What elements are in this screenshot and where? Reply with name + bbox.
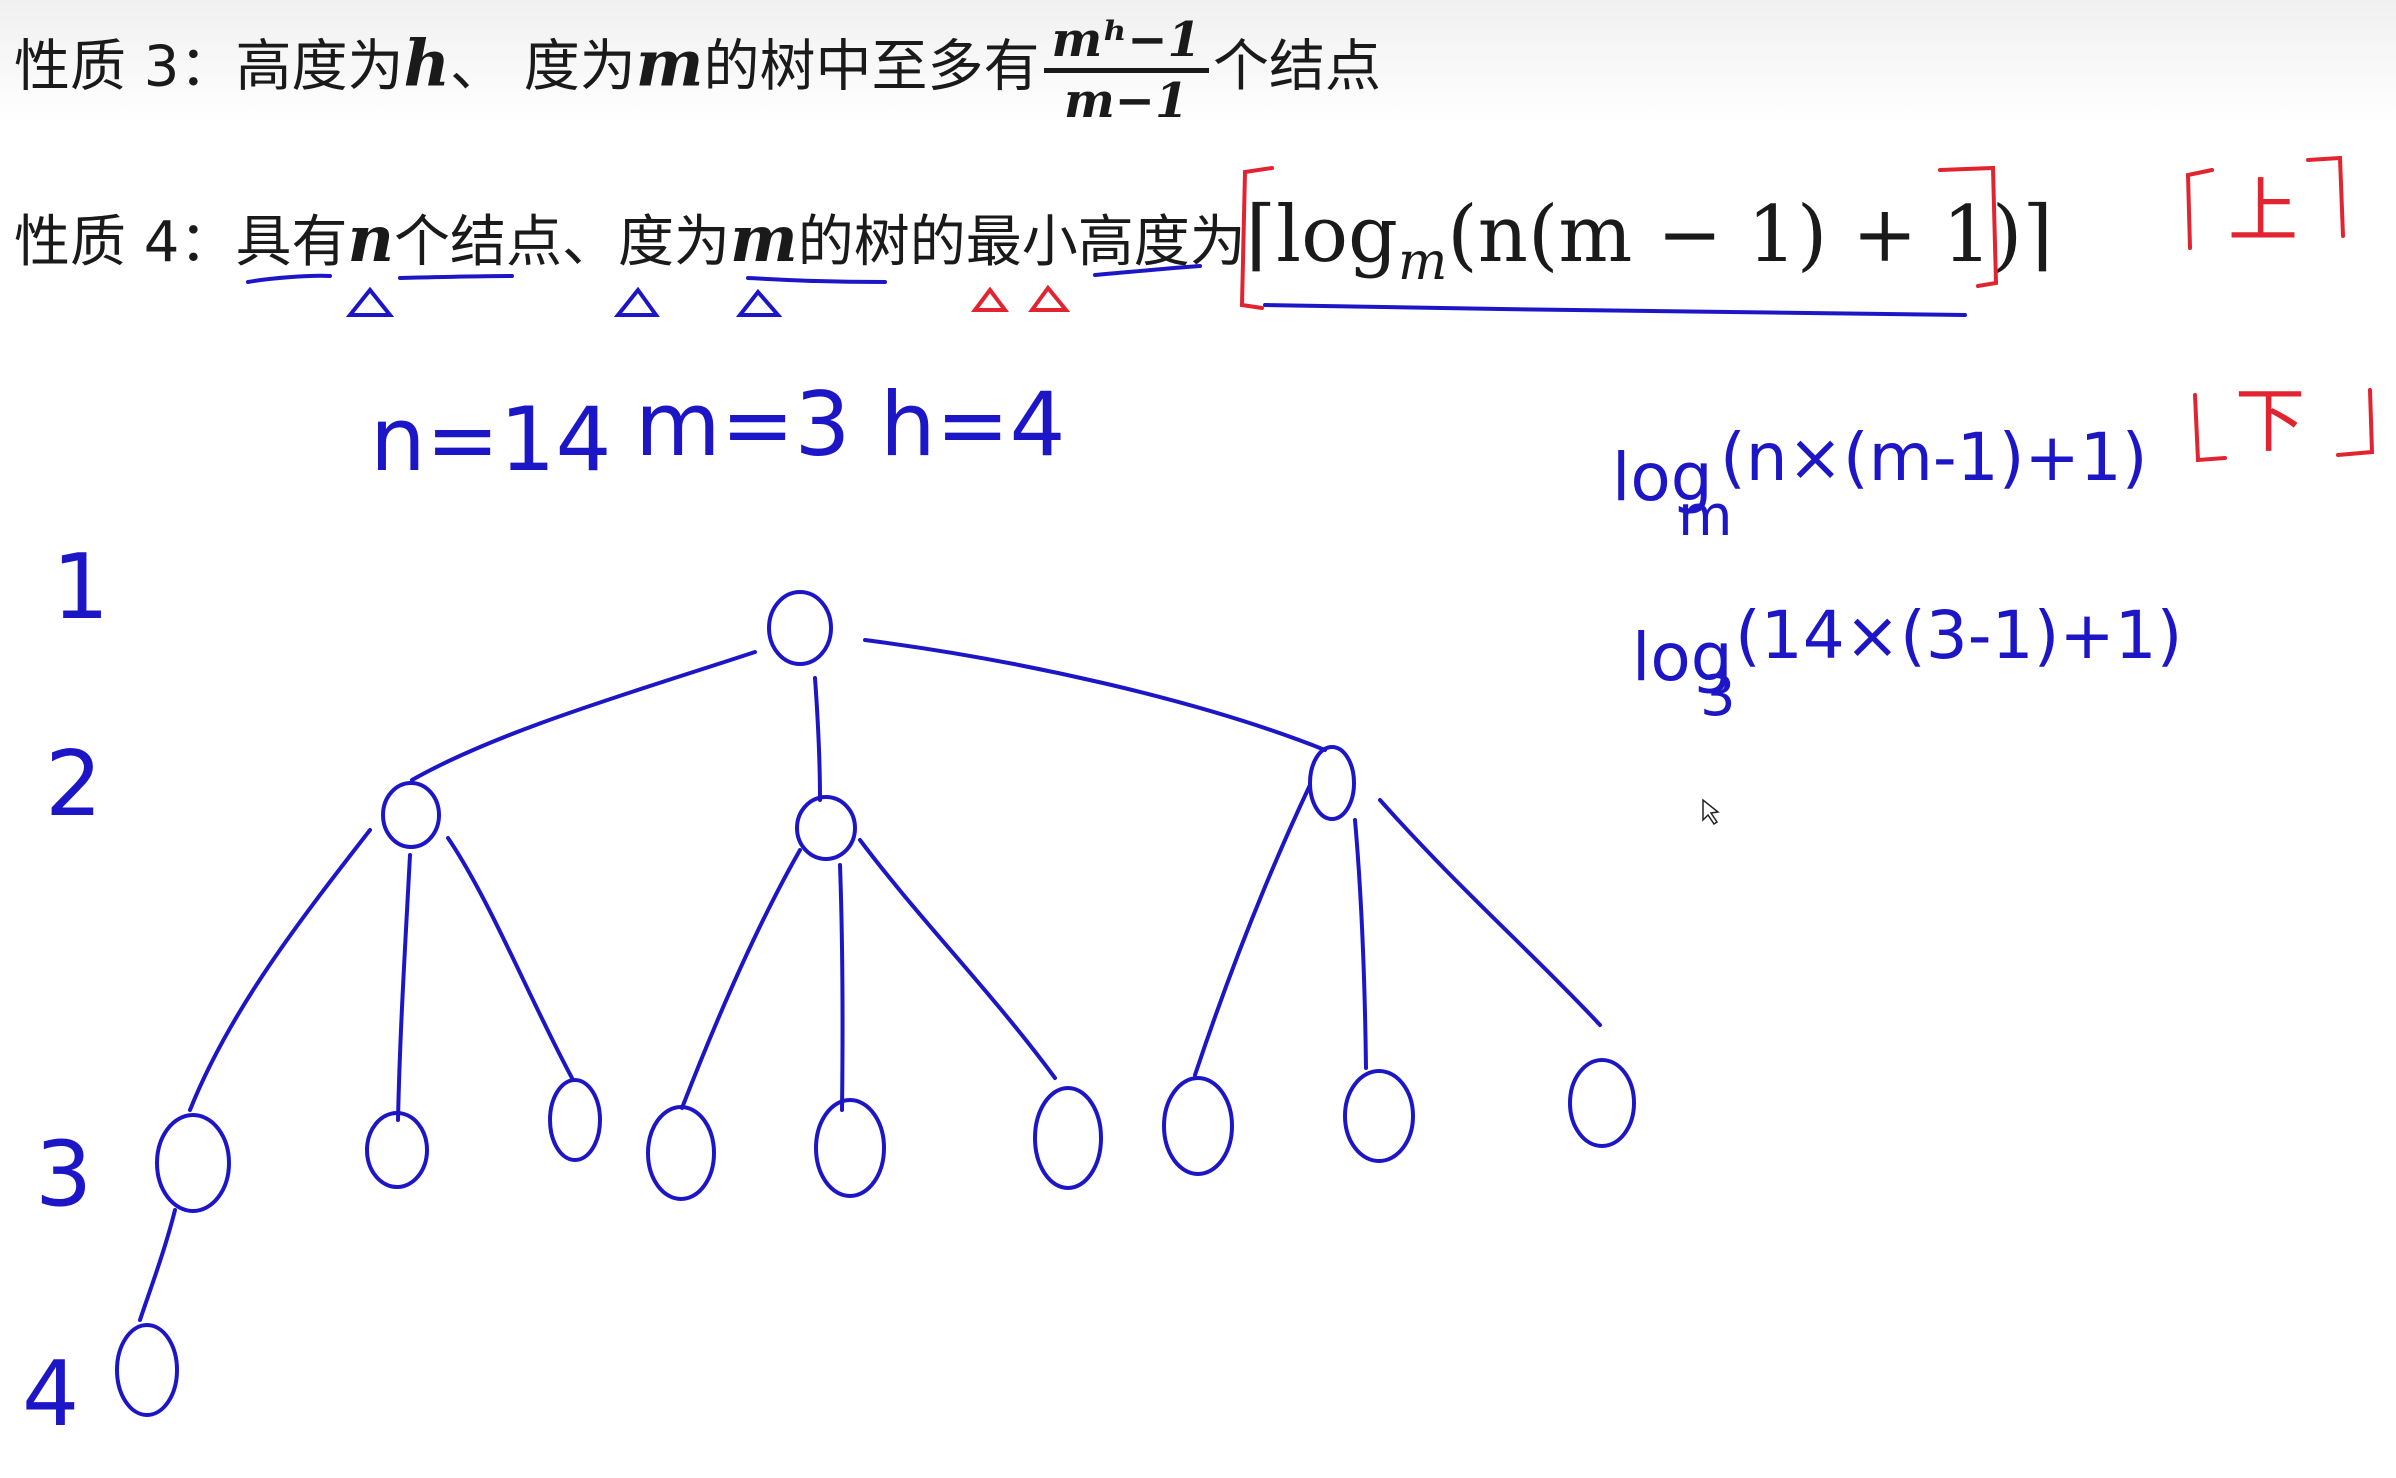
edge-root-right bbox=[863, 638, 1327, 752]
edge-m-1 bbox=[680, 848, 802, 1110]
node-l3-6 bbox=[1033, 1086, 1103, 1190]
formula-line-2-log: log bbox=[1632, 619, 1733, 696]
formula-line-2-sub: 3 bbox=[1700, 664, 1736, 729]
property-4-text-c: 的树的最小高度为 bbox=[797, 210, 1246, 275]
edge-l-3 bbox=[446, 836, 574, 1080]
tree-nodes bbox=[115, 590, 1636, 1417]
formula-line-1-log: log bbox=[1612, 439, 1713, 516]
node-l2-1 bbox=[381, 781, 441, 849]
underline-formula bbox=[1263, 303, 1967, 317]
property-3-text-c: 的树中至多有 bbox=[703, 34, 1040, 100]
mouse-cursor-icon bbox=[1702, 798, 1720, 826]
edge-m-2 bbox=[838, 863, 845, 1112]
property-3-label: 性质 3： bbox=[14, 34, 236, 100]
red-triangle-2 bbox=[1028, 284, 1071, 312]
node-l3-3 bbox=[548, 1078, 602, 1162]
var-h: h bbox=[403, 26, 450, 102]
level-label-4: 4 bbox=[22, 1342, 79, 1447]
red-floor-small-right bbox=[2336, 388, 2375, 457]
edge-l-1 bbox=[188, 828, 372, 1112]
node-l2-2 bbox=[795, 795, 857, 861]
param-m: m=3 bbox=[635, 373, 850, 476]
node-root bbox=[767, 590, 833, 666]
node-l3-5 bbox=[814, 1098, 886, 1198]
node-l2-3 bbox=[1308, 745, 1356, 821]
edge-r-2 bbox=[1353, 818, 1368, 1070]
triangle-m bbox=[735, 288, 783, 317]
min-height-formula: ⌈logm(n(m − 1) + 1)⌉ bbox=[1245, 190, 2053, 292]
underline-de bbox=[746, 276, 887, 284]
underline-gaodu bbox=[1093, 264, 1202, 277]
formula-sub: m bbox=[1397, 232, 1448, 292]
var-m: m bbox=[635, 26, 704, 102]
formula-line-1-rest: (n×(m-1)+1) bbox=[1720, 419, 2148, 496]
red-ceil-small-left bbox=[2185, 168, 2214, 250]
node-l3-7 bbox=[1162, 1076, 1234, 1176]
edge-l-2 bbox=[396, 853, 412, 1122]
property-4-text-a: 具有 bbox=[235, 210, 348, 275]
red-triangle-1 bbox=[971, 286, 1009, 312]
level-label-2: 2 bbox=[45, 732, 102, 837]
red-ceil-small-right bbox=[2306, 155, 2345, 238]
floor-label: 下 bbox=[2235, 380, 2305, 462]
formula-rest: (n(m − 1) + 1)⌉ bbox=[1447, 190, 2053, 280]
property-4-label: 性质 4： bbox=[14, 210, 236, 275]
edge-r-1 bbox=[1193, 783, 1312, 1077]
property-3-text-a: 高度为 bbox=[235, 34, 404, 100]
red-floor-small-left bbox=[2193, 393, 2227, 463]
edge-m-3 bbox=[858, 838, 1057, 1080]
formula-line-2-rest: (14×(3-1)+1) bbox=[1735, 597, 2182, 674]
red-ceil-left bbox=[1239, 166, 1274, 310]
red-marks bbox=[971, 155, 2375, 463]
param-h: h=4 bbox=[880, 373, 1066, 476]
property-4-line: 性质 4：具有n个结点、度为m的树的最小高度为⌈logm(n(m − 1) + … bbox=[14, 190, 2053, 292]
triangle-du bbox=[613, 286, 660, 317]
property-3-text-d: 个结点 bbox=[1212, 34, 1381, 100]
var-m: m bbox=[729, 202, 798, 277]
triangle-n bbox=[345, 286, 395, 317]
node-l3-9 bbox=[1568, 1058, 1636, 1148]
param-n: n=14 bbox=[370, 388, 611, 491]
edge-root-left bbox=[410, 650, 757, 782]
var-n: n bbox=[347, 202, 394, 277]
property-3-text-b: 、 度为 bbox=[449, 34, 636, 100]
fraction-denominator: m−1 bbox=[1064, 73, 1189, 129]
red-ceil-right bbox=[1938, 165, 1999, 288]
formula-line-1-sub: m bbox=[1678, 484, 1733, 549]
formula-open: ⌈log bbox=[1245, 190, 1398, 280]
edge-l3-l4 bbox=[138, 1208, 177, 1322]
node-l3-4 bbox=[646, 1105, 716, 1201]
node-l3-2 bbox=[365, 1111, 429, 1189]
node-l4-1 bbox=[115, 1323, 179, 1417]
slide-top-band bbox=[0, 0, 2396, 125]
underline-juyou bbox=[246, 273, 332, 284]
underline-jiedian bbox=[398, 274, 514, 280]
tree-edges bbox=[138, 638, 1602, 1322]
level-label-3: 3 bbox=[35, 1122, 92, 1227]
ceil-label: 上 bbox=[2228, 170, 2298, 252]
node-l3-8 bbox=[1343, 1069, 1415, 1163]
edge-root-middle bbox=[813, 676, 822, 802]
edge-r-3 bbox=[1378, 798, 1602, 1027]
node-l3-1 bbox=[155, 1113, 231, 1213]
property-4-text-b: 个结点、度为 bbox=[393, 210, 730, 275]
level-label-1: 1 bbox=[52, 535, 109, 640]
fraction-numerator: mʰ−1 bbox=[1043, 12, 1209, 73]
underline-marks bbox=[246, 264, 1967, 317]
